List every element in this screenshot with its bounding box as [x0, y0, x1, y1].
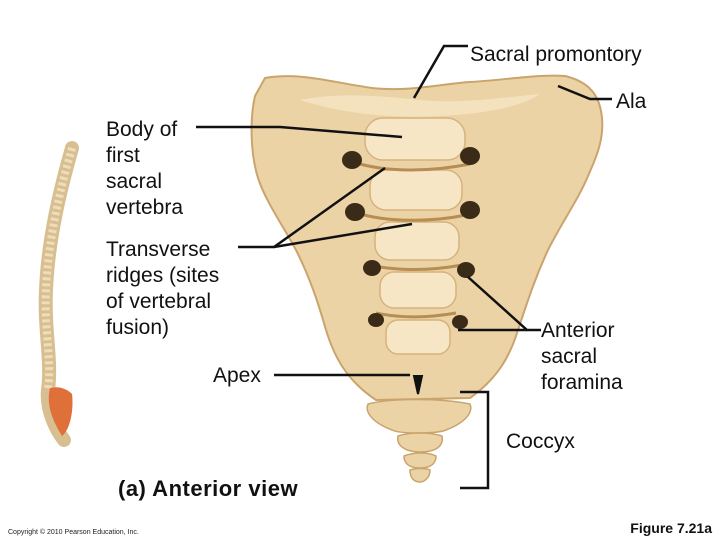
- copyright-notice: Copyright © 2010 Pearson Education, Inc.: [8, 529, 139, 536]
- label-ala: Ala: [616, 90, 647, 113]
- leader-ala: [557, 84, 612, 101]
- vertebral-body-2: [369, 169, 463, 211]
- leader-sacral-promontory: [412, 44, 468, 99]
- coccyx-segment: [403, 452, 437, 469]
- foramen-left-3: [363, 260, 381, 276]
- coccyx-segment: [397, 432, 444, 453]
- label-transverse-ridges: Transverse ridges (sites of vertebral fu…: [106, 238, 220, 339]
- foramen-right-2: [460, 201, 480, 219]
- label-apex: Apex: [213, 364, 261, 387]
- leader-transverse-ridges-2: [273, 222, 413, 249]
- figure-number: Figure 7.21a: [630, 520, 712, 536]
- foramen-left-2: [345, 203, 365, 221]
- spine-thumbnail: [38, 141, 79, 447]
- label-anterior-sacral-foramina: Anterior sacral foramina: [541, 319, 623, 394]
- vertebral-body-5: [385, 319, 451, 355]
- foramen-right-1: [460, 147, 480, 165]
- transverse-ridge: [359, 162, 471, 172]
- leader-lines: [196, 44, 612, 490]
- figure-caption: (a) Anterior view: [118, 476, 299, 501]
- foramen-left-4: [368, 313, 384, 327]
- vertebral-body-3: [374, 221, 460, 261]
- label-sacral-promontory: Sacral promontory: [470, 43, 642, 66]
- coccyx-bone: [366, 398, 472, 434]
- promontory-shading: [300, 94, 540, 117]
- transverse-ridge: [363, 213, 467, 222]
- label-body-first-sacral-vertebra: Body of first sacral vertebra: [106, 118, 184, 219]
- foramen-right-4: [452, 315, 468, 329]
- leader-body-first-sacral: [196, 125, 403, 139]
- leader-coccyx: [460, 390, 490, 490]
- foramen-left-1: [342, 151, 362, 169]
- vertebral-body-1: [364, 117, 466, 161]
- spine-coccyx-highlight: [48, 387, 73, 436]
- label-coccyx: Coccyx: [506, 430, 575, 453]
- vertebral-body-4: [379, 271, 457, 309]
- transverse-ridge: [375, 311, 457, 319]
- coccyx-tip: [409, 467, 431, 483]
- foramen-right-3: [457, 262, 475, 278]
